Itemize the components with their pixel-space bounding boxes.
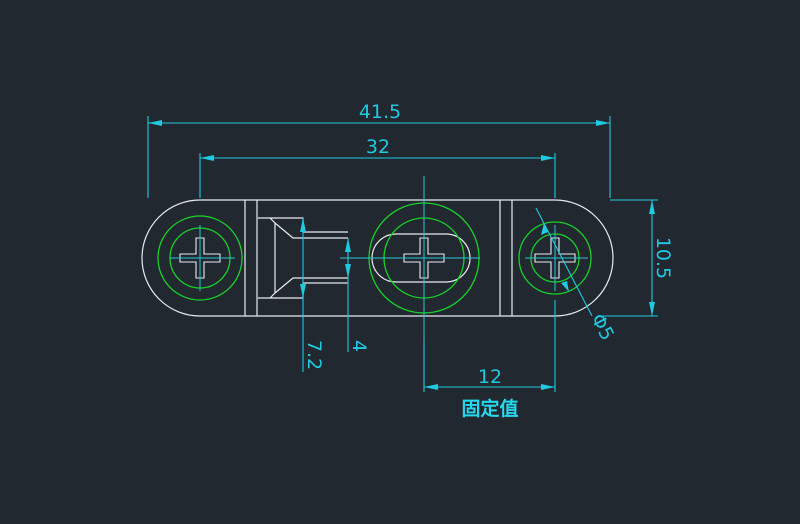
arrowhead: [596, 120, 610, 126]
arrowhead: [345, 238, 351, 252]
right-outer-circle: [518, 221, 592, 295]
arrowhead: [424, 384, 438, 390]
arrowhead: [561, 281, 569, 292]
arrowhead: [541, 155, 555, 161]
screw-recesses: [179, 237, 576, 279]
dim-offset: 12: [478, 366, 502, 388]
left-outer-circle: [157, 215, 243, 301]
dim-height: 10.5: [652, 237, 674, 279]
center-slot: [371, 233, 471, 283]
slot-edge: [269, 217, 276, 299]
arrowhead: [649, 200, 655, 214]
arrowheads: [148, 120, 655, 390]
arrowhead: [541, 223, 548, 235]
dim-slot-opening: 7.2: [303, 340, 325, 370]
arrowhead: [649, 302, 655, 316]
arrowhead: [148, 120, 162, 126]
arrowhead: [300, 218, 306, 232]
left-cross-recess: [179, 237, 221, 279]
right-cross-recess: [534, 237, 576, 279]
fixed-value-note: 固定值: [461, 397, 518, 420]
slot-taper-lower: [274, 277, 348, 294]
dim-overall-length: 41.5: [359, 101, 401, 123]
dim-slot-width: 4: [348, 340, 370, 352]
arrowhead: [300, 284, 306, 298]
center-cross-recess: [403, 237, 445, 279]
arrowhead: [541, 384, 555, 390]
dimension-lines: [147, 116, 658, 392]
dim-hole-spacing: 32: [366, 136, 390, 158]
slot-taper-upper: [274, 222, 348, 239]
arrowhead: [345, 264, 351, 278]
arrowhead: [200, 155, 214, 161]
centerlines: [170, 176, 588, 342]
